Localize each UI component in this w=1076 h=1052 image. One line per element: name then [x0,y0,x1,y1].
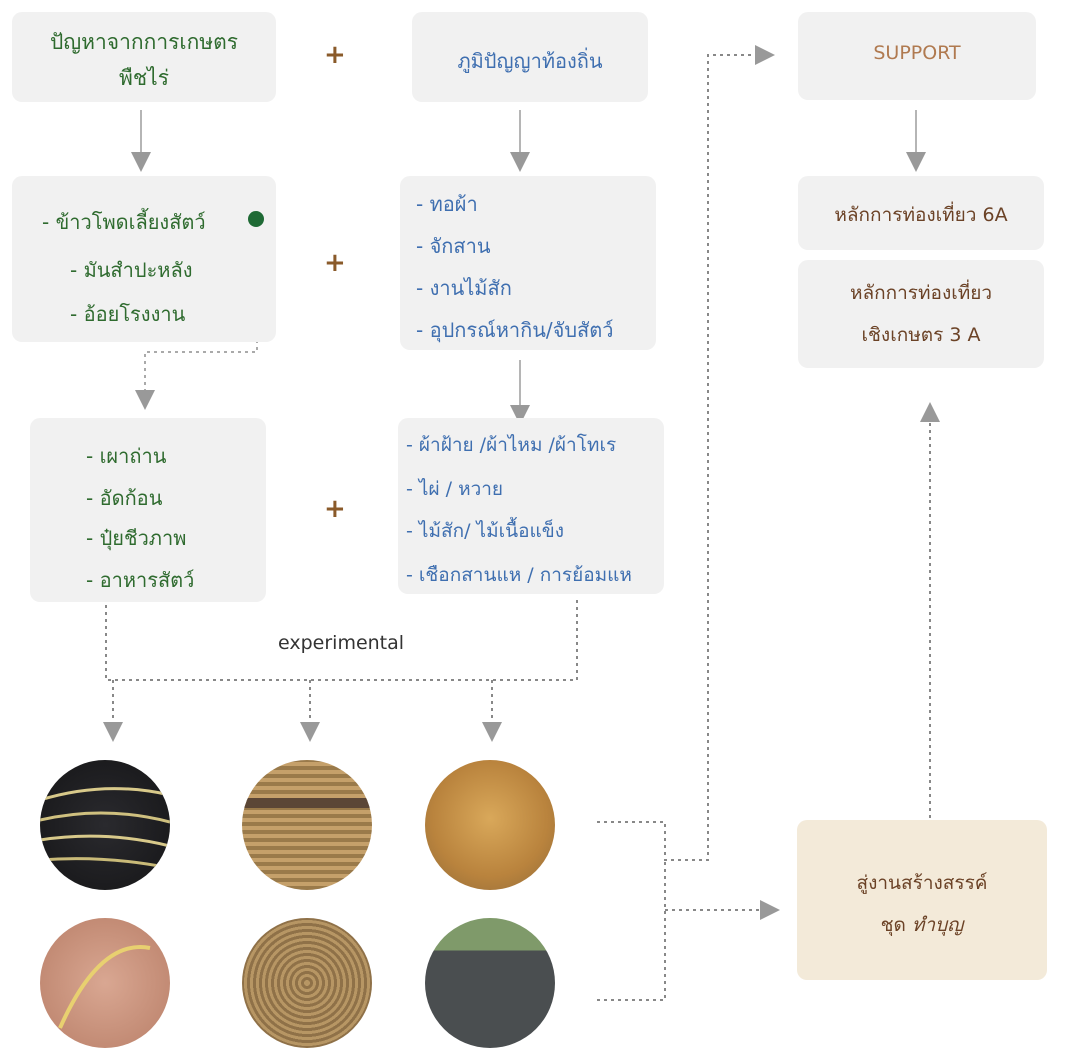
photo-rope-on-fabric [40,760,170,890]
plus-sign-2: + [324,248,346,278]
creation-line2-prefix: ชุด [880,914,912,936]
wisdom-list-box: - ทอผ้า - จักสาน - งานไม้สัก - อุปกรณ์หา… [400,176,656,350]
local-wisdom-title: ภูมิปัญญาท้องถิ่น [457,49,603,73]
crop-item-2: - มันสำปะหลัง [70,258,193,282]
process-item-3: - ปุ๋ยชีวภาพ [86,526,187,550]
agri-problem-line1: ปัญหาจากการเกษตร [49,30,239,54]
tourism-6a-title: หลักการท่องเที่ยว 6A [834,204,1008,226]
agri-problem-line2: พืชไร่ [119,66,169,90]
material-item-1: - ผ้าฝ้าย /ผ้าไหม /ผ้าโทเร [406,434,617,456]
wisdom-item-3: - งานไม้สัก [416,276,512,300]
support-title: SUPPORT [873,42,961,64]
photo-hand-with-rope [40,918,170,1048]
experimental-label: experimental [278,632,405,654]
creation-collection-name: ทำบุญ [911,914,964,936]
material-item-4: - เชือกสานแห / การย้อมแห [406,564,632,586]
crop-item-1: - ข้าวโพดเลี้ยงสัตว์ [42,210,206,234]
arrow-crops-to-processes [135,228,258,410]
process-item-2: - อัดก้อน [86,486,163,510]
materials-box: - ผ้าฝ้าย /ผ้าไหม /ผ้าโทเร - ไผ่ / หวาย … [398,418,664,594]
photo-woven-mat [242,760,372,890]
tourism-3a-line2: เชิงเกษตร 3 A [861,324,981,346]
local-wisdom-box: ภูมิปัญญาท้องถิ่น [412,12,648,102]
arrow-photos-to-support [597,45,775,861]
creation-line2: ชุด ทำบุญ [797,910,1047,940]
tourism-6a-box: หลักการท่องเที่ยว 6A [798,176,1044,250]
tourism-3a-box: หลักการท่องเที่ยว เชิงเกษตร 3 A [798,260,1044,368]
photo-coal-blocks [425,918,555,1048]
wisdom-item-4: - อุปกรณ์หากิน/จับสัตว์ [416,318,614,342]
green-dot-marker [248,211,264,227]
photos-bracket [597,860,666,1001]
creation-box: สู่งานสร้างสรรค์ ชุด ทำบุญ [797,820,1047,980]
crops-box: - ข้าวโพดเลี้ยงสัตว์ - มันสำปะหลัง - อ้อ… [12,176,276,342]
photo-fiber-bundle [425,760,555,890]
plus-sign-1: + [324,40,346,70]
process-item-1: - เผาถ่าน [86,444,167,468]
wisdom-item-2: - จักสาน [416,234,491,258]
tourism-3a-line1: หลักการท่องเที่ยว [849,282,993,304]
plus-sign-3: + [324,494,346,524]
material-item-2: - ไผ่ / หวาย [406,478,504,500]
photo-woven-texture [242,918,372,1048]
experimental-collector [105,598,578,681]
process-box: - เผาถ่าน - อัดก้อน - ปุ๋ยชีวภาพ - อาหาร… [30,418,266,602]
support-box: SUPPORT [798,12,1036,100]
material-item-3: - ไม้สัก/ ไม้เนื้อแข็ง [406,520,565,542]
crop-item-3: - อ้อยโรงงาน [70,302,186,326]
wisdom-item-1: - ทอผ้า [416,192,478,216]
process-item-4: - อาหารสัตว์ [86,568,195,592]
agri-problem-box: ปัญหาจากการเกษตร พืชไร่ [12,12,276,102]
creation-line1: สู่งานสร้างสรรค์ [856,872,988,894]
